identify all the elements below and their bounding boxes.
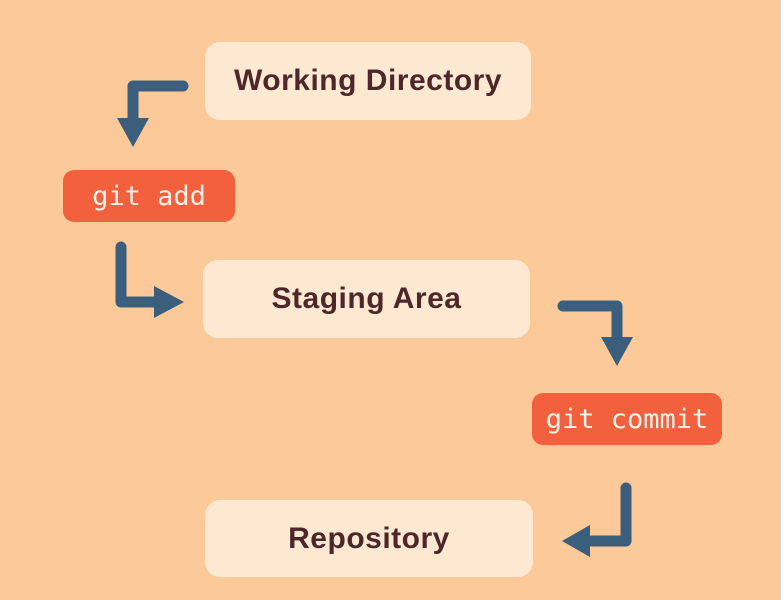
node-repository-label: Repository bbox=[288, 521, 450, 555]
node-staging-area: Staging Area bbox=[203, 260, 530, 338]
node-working-directory: Working Directory bbox=[205, 42, 531, 120]
git-commit-badge: git commit bbox=[532, 393, 722, 445]
node-working-directory-label: Working Directory bbox=[234, 64, 502, 97]
node-repository: Repository bbox=[205, 500, 533, 577]
git-add-badge: git add bbox=[63, 170, 235, 222]
git-add-label: git add bbox=[92, 180, 206, 212]
git-commit-label: git commit bbox=[545, 403, 709, 435]
node-staging-area-label: Staging Area bbox=[271, 282, 462, 315]
